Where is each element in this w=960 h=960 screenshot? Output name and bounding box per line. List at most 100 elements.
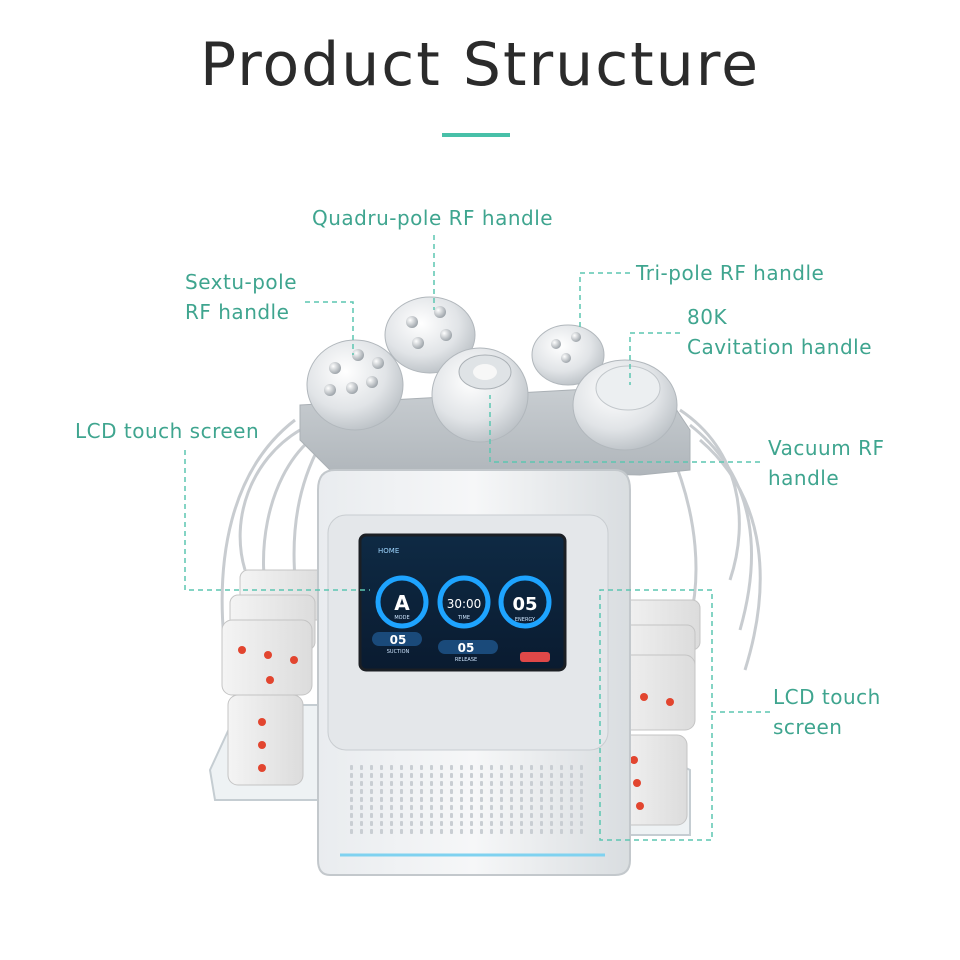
vent-slot <box>490 781 493 786</box>
vent-slot <box>540 797 543 802</box>
vent-slot <box>510 813 513 818</box>
vent-slot <box>550 813 553 818</box>
vent-slot <box>560 813 563 818</box>
vent-slot <box>490 821 493 826</box>
vent-slot <box>360 821 363 826</box>
vent-slot <box>350 829 353 834</box>
vent-grille <box>350 765 583 834</box>
vent-slot <box>570 797 573 802</box>
vent-slot <box>400 821 403 826</box>
vent-slot <box>480 789 483 794</box>
vent-slot <box>550 789 553 794</box>
vent-slot <box>350 765 353 770</box>
vent-slot <box>390 829 393 834</box>
vent-slot <box>540 813 543 818</box>
lcd-screen: HOME A MODE 30:00 TIME 05 ENERGY 05 SUCT… <box>358 533 567 672</box>
vent-slot <box>530 805 533 810</box>
vent-slot <box>400 789 403 794</box>
vent-slot <box>410 789 413 794</box>
screen-suction-label: SUCTION <box>387 649 410 655</box>
vent-slot <box>460 765 463 770</box>
vent-slot <box>490 789 493 794</box>
vent-slot <box>540 765 543 770</box>
vent-slot <box>390 789 393 794</box>
vent-slot <box>470 789 473 794</box>
vent-slot <box>440 765 443 770</box>
vent-slot <box>560 789 563 794</box>
vent-slot <box>420 805 423 810</box>
vent-slot <box>580 781 583 786</box>
vent-slot <box>430 797 433 802</box>
vent-slot <box>560 765 563 770</box>
vent-slot <box>440 805 443 810</box>
vent-slot <box>530 773 533 778</box>
vent-slot <box>360 781 363 786</box>
vent-slot <box>560 773 563 778</box>
left-lipo-pads <box>221 569 326 786</box>
vent-slot <box>540 773 543 778</box>
vent-slot <box>480 829 483 834</box>
vent-slot <box>490 765 493 770</box>
vent-slot <box>460 829 463 834</box>
vent-slot <box>420 781 423 786</box>
vent-slot <box>430 789 433 794</box>
vent-slot <box>480 813 483 818</box>
vent-slot <box>530 797 533 802</box>
vent-slot <box>450 789 453 794</box>
vent-slot <box>440 773 443 778</box>
vent-slot <box>390 805 393 810</box>
vent-slot <box>520 829 523 834</box>
vent-slot <box>400 773 403 778</box>
vent-slot <box>570 781 573 786</box>
vent-slot <box>550 805 553 810</box>
vent-slot <box>470 821 473 826</box>
vent-slot <box>510 829 513 834</box>
vent-slot <box>480 781 483 786</box>
vent-slot <box>380 773 383 778</box>
vent-slot <box>500 821 503 826</box>
machine-body <box>317 469 631 876</box>
vent-slot <box>390 773 393 778</box>
vent-slot <box>580 805 583 810</box>
vent-slot <box>440 789 443 794</box>
vent-slot <box>500 765 503 770</box>
vent-slot <box>380 805 383 810</box>
vent-slot <box>420 821 423 826</box>
vent-slot <box>500 773 503 778</box>
vent-slot <box>470 773 473 778</box>
vent-slot <box>560 829 563 834</box>
vent-slot <box>580 829 583 834</box>
vent-slot <box>580 765 583 770</box>
vent-slot <box>550 781 553 786</box>
vent-slot <box>420 773 423 778</box>
vent-slot <box>480 821 483 826</box>
quadru-pole-handle <box>384 296 476 374</box>
vent-slot <box>570 821 573 826</box>
vent-slot <box>450 773 453 778</box>
vent-slot <box>520 789 523 794</box>
vent-slot <box>420 829 423 834</box>
vent-slot <box>560 821 563 826</box>
vent-slot <box>460 813 463 818</box>
vent-slot <box>380 765 383 770</box>
vent-slot <box>540 789 543 794</box>
vent-slot <box>440 829 443 834</box>
vent-slot <box>360 773 363 778</box>
screen-time-value: 30:00 <box>447 597 482 611</box>
vent-slot <box>540 805 543 810</box>
vent-slot <box>450 781 453 786</box>
vent-slot <box>350 781 353 786</box>
vent-slot <box>400 829 403 834</box>
vent-slot <box>420 813 423 818</box>
vent-slot <box>450 797 453 802</box>
vent-slot <box>430 821 433 826</box>
vent-slot <box>410 821 413 826</box>
vent-slot <box>560 805 563 810</box>
vent-slot <box>550 821 553 826</box>
vent-slot <box>360 797 363 802</box>
vent-slot <box>510 773 513 778</box>
vent-slot <box>480 797 483 802</box>
vent-slot <box>460 805 463 810</box>
vent-slot <box>360 829 363 834</box>
